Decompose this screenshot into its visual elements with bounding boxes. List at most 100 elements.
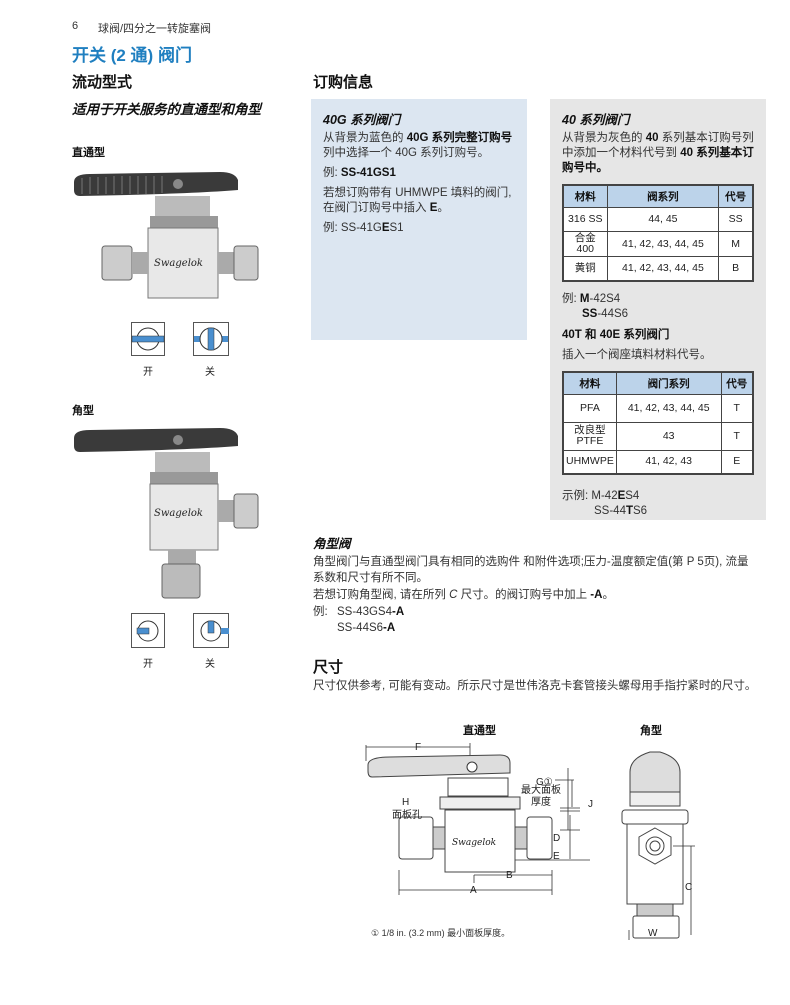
angle-open-label: 开 (143, 659, 153, 670)
dim-w-label: W (648, 928, 658, 939)
series-40g-box: 40G 系列阀门 从背景为蓝色的 40G 系列完整订购号列中选择一个 40G 系… (311, 99, 527, 340)
text: S4 (625, 490, 640, 502)
col-header: 阀系列 (606, 184, 720, 208)
dim-h-note: 面板孔 (392, 810, 422, 821)
brand-mark: Swagelok (452, 838, 496, 848)
open-position-icon (131, 322, 165, 356)
text-bold: SS (582, 307, 598, 320)
text-bold: -A (590, 589, 603, 601)
text: S6 (633, 505, 648, 517)
angle-closed-position-icon (193, 613, 229, 648)
cell: 43 (615, 421, 722, 451)
cell: 41, 42, 43, 44, 45 (606, 256, 720, 281)
cell: E (720, 449, 754, 475)
cell: 41, 42, 43, 44, 45 (615, 393, 722, 423)
text-bold: E (617, 490, 626, 502)
text-bold: -A (383, 622, 396, 634)
angle-valve-text: 角型阀门与直通型阀门具有相同的选购件 和附件选项;压力-温度额定值(第 P 5页… (313, 556, 749, 584)
flow-subheading: 适用于开关服务的直通型和角型 (72, 102, 261, 117)
text-bold: M (579, 292, 590, 305)
text-bold: 40 系列基本订购号中。 (562, 147, 754, 174)
example-label: 例: (323, 222, 341, 234)
example-label: 例: (323, 167, 341, 179)
text-bold: 40 (645, 132, 659, 144)
series-40-title: 40 系列阀门 (562, 113, 630, 127)
text: M-42 (591, 490, 618, 502)
angle-closed-label: 关 (205, 659, 215, 670)
straight-valve-image: Swagelok (74, 172, 259, 299)
straight-diagram-title: 直通型 (463, 725, 496, 737)
dimensions-heading: 尺寸 (313, 659, 344, 676)
angle-label: 角型 (72, 405, 94, 417)
flow-heading: 流动型式 (72, 74, 133, 91)
dim-g-note: 最大面板厚度 (521, 785, 561, 808)
running-title: 球阀/四分之一转旋塞阀 (98, 23, 212, 35)
cell: 改良型 PTFE (562, 421, 617, 451)
text: S1 (389, 222, 404, 234)
series-40t-40e-title: 40T 和 40E 系列阀门 (562, 328, 670, 341)
text: 从背景为蓝色的 (323, 132, 407, 144)
cell: 合金 400 (562, 231, 608, 257)
dim-e-label: E (553, 851, 560, 862)
example-value: SS-41GS1 (340, 167, 396, 179)
text-bold: E (381, 222, 390, 234)
series-40-box: 40 系列阀门 从背景为灰色的 40 系列基本订购号列中添加一个材料代号到 40… (550, 99, 766, 520)
page-number: 6 (72, 20, 79, 32)
text: 。 (437, 202, 449, 214)
cell: M (718, 231, 754, 257)
cell: T (720, 393, 754, 423)
text: SS-43GS4 (337, 606, 392, 618)
dim-d-label: D (553, 833, 560, 844)
dim-a-label: A (470, 885, 477, 896)
text: 。 (602, 589, 614, 601)
cell: PFA (562, 393, 617, 423)
closed-label: 关 (205, 367, 215, 378)
text-bold: -A (391, 606, 405, 618)
dim-c-label: C (685, 882, 692, 893)
text: -42S4 (589, 292, 621, 305)
text-bold: E (429, 202, 438, 214)
angle-dimension-diagram: C (621, 751, 695, 940)
text: 列中选择一个 40G 系列订购号。 (323, 147, 490, 159)
col-header: 材料 (562, 184, 608, 208)
series-40g-title: 40G 系列阀门 (323, 113, 401, 127)
text-italic: C (449, 589, 458, 601)
dimensions-text: 尺寸仅供参考, 可能有变动。所示尺寸是世伟洛克卡套管接头螺母用手指拧紧时的尺寸。 (313, 680, 757, 692)
example-label: 示例: (562, 490, 592, 502)
brand-mark: Swagelok (154, 508, 203, 519)
cell: 黄铜 (562, 256, 608, 281)
cell: 316 SS (562, 207, 608, 232)
example-label: 例: (313, 606, 328, 618)
open-label: 开 (143, 367, 153, 378)
angle-valve-image: Swagelok (74, 428, 259, 599)
angle-valve-title: 角型阀 (313, 537, 351, 551)
footnote: ① 1/8 in. (3.2 mm) 最小面板厚度。 (371, 928, 511, 938)
angle-open-position-icon (131, 613, 165, 648)
text: 若想订购带有 UHMWPE 填料的阀门, 在阀门订购号中插入 (323, 187, 512, 214)
text: -44S6 (597, 307, 629, 320)
page-title: 开关 (2 通) 阀门 (72, 46, 192, 65)
col-header: 代号 (720, 371, 754, 395)
col-header: 代号 (718, 184, 754, 208)
text-bold: T (625, 505, 633, 517)
dim-h-label: H (402, 797, 409, 808)
series-40t-40e-text: 插入一个阀座填料材料代号。 (562, 348, 712, 361)
dim-j-label: J (588, 799, 593, 810)
example-label: 例: (562, 292, 580, 305)
col-header: 材料 (562, 371, 617, 395)
straight-label: 直通型 (72, 147, 105, 159)
text: SS-44S6 (337, 622, 384, 634)
cell: UHMWPE (562, 449, 617, 475)
dim-g-label: G① (536, 777, 553, 788)
cell: 44, 45 (606, 207, 720, 232)
brand-mark: Swagelok (154, 258, 203, 269)
text: 系列基本订购号列中添加一个材料代号到 (562, 132, 754, 159)
cell: 41, 42, 43 (615, 449, 722, 475)
